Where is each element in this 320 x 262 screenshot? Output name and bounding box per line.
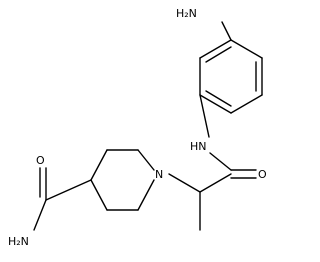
bond-carbonyl-to-ch [199, 173, 232, 193]
label-carbonyl-o-left: O [36, 154, 45, 167]
bond-pip-3 [90, 179, 108, 211]
benzene-ring [199, 39, 263, 114]
bond-benzene-6 [199, 39, 232, 59]
bond-ring-to-amine [221, 21, 232, 41]
label-amide-nh2: H₂N [8, 235, 29, 248]
bond-pip-1 [137, 179, 155, 211]
double-bond-benzene-b [205, 90, 232, 107]
bond-pip-4 [90, 149, 108, 181]
bond-benzene-1 [230, 39, 263, 59]
bond-benzene-3 [230, 94, 263, 114]
piperidine-ring [90, 149, 155, 211]
label-amine-top: H₂N [176, 7, 197, 20]
bond-nh-to-carbonyl [209, 152, 232, 171]
bond-benzene-4 [199, 94, 232, 114]
chemical-structure-diagram: H₂N HN O N O H₂N [8, 7, 267, 248]
label-piperidine-n: N [155, 168, 163, 181]
bond-pip-6 [137, 149, 155, 171]
label-carbonyl-o-right: O [258, 168, 267, 181]
bond-c4-to-amide-c [45, 179, 92, 201]
bond-ring-to-nh [199, 94, 210, 138]
bond-amide-to-nh2 [33, 199, 47, 231]
label-amide-nh: HN [190, 140, 207, 153]
double-bond-benzene-c [205, 46, 232, 63]
bond-ch-to-n [168, 173, 201, 193]
